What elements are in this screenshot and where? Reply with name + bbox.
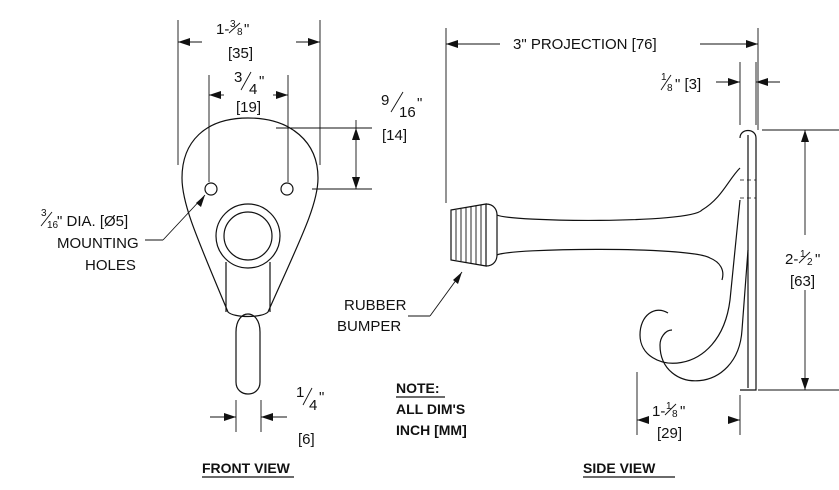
dim-plate-thickness: 1 8 " [3]	[660, 62, 780, 125]
callout-holes-num: 3	[41, 208, 47, 219]
front-plate-outline	[181, 117, 319, 318]
dim-arm-width: 1 4 " [6]	[210, 384, 324, 448]
callout-mounting-holes: 3 16 " DIA. [Ø5] MOUNTING HOLES	[40, 194, 206, 274]
dim-projection-label: 3" PROJECTION [76]	[513, 36, 657, 53]
front-view: 1- 3 8 " [35] 3 4 " [19]	[40, 19, 422, 478]
dim-hook-depth-whole: 1-	[652, 403, 665, 420]
dim-height-whole: 2-	[785, 251, 798, 268]
dim-overall-width-unit: "	[244, 21, 249, 38]
callout-holes-den: 16	[47, 220, 59, 231]
dim-overall-width: 1- 3 8 " [35]	[177, 19, 321, 165]
dim-plate-thickness-num: 1	[661, 72, 667, 83]
dim-height-unit: "	[815, 251, 820, 268]
hook-arm-lower	[496, 248, 724, 281]
dim-hole-offset-num: 9	[381, 92, 389, 109]
mounting-hole-right	[280, 182, 294, 196]
dim-hole-offset-den: 16	[399, 104, 416, 121]
side-view: 3" PROJECTION [76] 1 8 " [3] 2- 1	[337, 28, 839, 478]
arm-outer-ring	[215, 203, 281, 269]
note-line1: ALL DIM'S	[396, 401, 465, 417]
note-line2: INCH [MM]	[396, 422, 467, 438]
dim-hole-offset: 9 16 " [14]	[276, 91, 422, 190]
rubber-bumper	[450, 203, 498, 267]
dim-height-num: 1	[800, 249, 806, 260]
dim-hole-spacing-num: 3	[234, 69, 242, 86]
dim-height-den: 2	[807, 257, 813, 268]
dim-hole-spacing-unit: "	[259, 73, 264, 90]
side-view-title: SIDE VIEW	[583, 460, 656, 476]
dim-hole-spacing: 3 4 " [19]	[208, 69, 289, 182]
callout-bumper-line1: RUBBER	[344, 297, 407, 314]
dim-projection: 3" PROJECTION [76]	[445, 28, 759, 203]
dim-hook-depth: 1- 1 8 " [29]	[636, 372, 741, 442]
dim-hook-depth-unit: "	[680, 403, 685, 420]
dim-height-metric: [63]	[790, 273, 815, 290]
arm-inner-ring	[223, 211, 273, 261]
dim-plate-thickness-den: 8	[667, 83, 673, 94]
dim-hole-spacing-den: 4	[249, 81, 257, 98]
note: NOTE: ALL DIM'S INCH [MM]	[396, 380, 467, 438]
dim-hook-depth-num: 1	[666, 401, 672, 412]
dim-hole-offset-metric: [14]	[382, 127, 407, 144]
mounting-hole-left	[204, 182, 218, 196]
dim-hook-depth-metric: [29]	[657, 425, 682, 442]
hook-tip	[235, 313, 261, 395]
callout-holes-line1: " DIA. [Ø5]	[57, 213, 128, 230]
dim-overall-width-den: 8	[237, 27, 243, 38]
hook-curve-inner	[659, 249, 749, 382]
callout-bumper-line2: BUMPER	[337, 318, 401, 335]
callout-rubber-bumper: RUBBER BUMPER	[337, 271, 463, 335]
dim-arm-width-den: 4	[309, 397, 317, 414]
dim-overall-width-whole: 1-	[216, 21, 229, 38]
hook-arm-upper	[496, 167, 741, 222]
dim-hook-depth-den: 8	[672, 409, 678, 420]
dim-arm-width-metric: [6]	[298, 431, 315, 448]
callout-holes-line3: HOLES	[85, 257, 136, 274]
hook-curve-outer	[639, 199, 741, 364]
wall-plate	[739, 129, 757, 391]
callout-holes-line2: MOUNTING	[57, 235, 139, 252]
front-view-title: FRONT VIEW	[202, 460, 291, 476]
dim-overall-width-num: 3	[230, 19, 236, 30]
dim-hole-spacing-metric: [19]	[236, 99, 261, 116]
dim-arm-width-num: 1	[296, 384, 304, 401]
dim-plate-thickness-unit: " [3]	[675, 76, 701, 93]
note-title: NOTE:	[396, 380, 440, 396]
dim-arm-width-unit: "	[319, 389, 324, 406]
dim-overall-width-metric: [35]	[228, 45, 253, 62]
dim-height: 2- 1 2 " [63]	[758, 129, 839, 391]
dim-hole-offset-unit: "	[417, 95, 422, 112]
